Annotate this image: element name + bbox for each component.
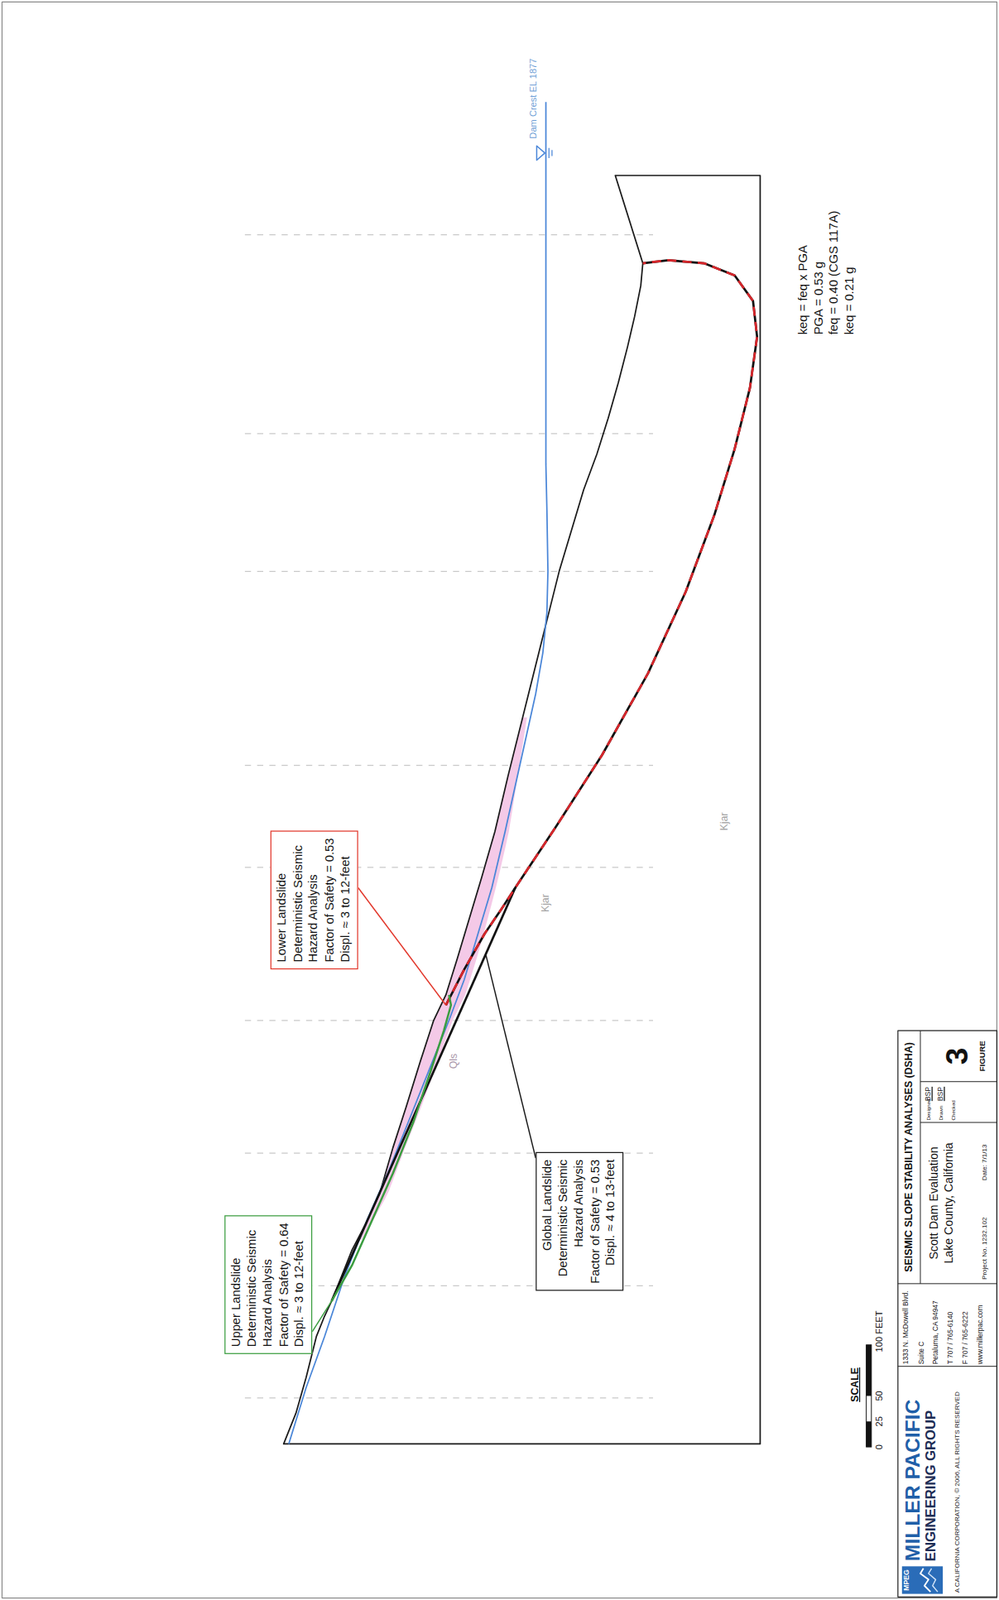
boring-trace [244, 571, 654, 572]
scale-bar [866, 1344, 872, 1447]
water-level-label: Dam Crest EL 1877 [528, 58, 540, 140]
title-block-text: T 707 / 765-6140 [946, 1311, 954, 1365]
title-block-text: F 707 / 765-6222 [960, 1311, 969, 1365]
signoff-cell: DesignedBSPDrawnBSPChecked [921, 1082, 996, 1122]
seismic-coefficient-note: keq = feq x PGA [797, 244, 812, 335]
company-logo [928, 1568, 938, 1592]
geologic-unit-label: Kjar [718, 812, 731, 831]
title-block-text: 1333 N. McDowell Blvd. [902, 1290, 910, 1365]
figure-number-cell: 3 FIGURE [921, 1031, 996, 1081]
water-level-symbol [536, 145, 545, 160]
title-block-text: Drawn [938, 1105, 945, 1121]
title-block-text: Designed [926, 1099, 932, 1121]
global-landslide-callout: Global LandslideDeterministic SeismicHaz… [535, 1152, 623, 1291]
scale-tick-label: 25 [874, 1416, 886, 1427]
callout-text: Upper Landslide [228, 1222, 245, 1347]
title-block-divider [920, 1122, 997, 1124]
phreatic-line [288, 101, 548, 1444]
seismic-coefficient-note: feq = 0.40 (CGS 117A) [827, 211, 842, 336]
geologic-unit-label: Qls [447, 1053, 460, 1069]
boring-trace [244, 432, 654, 434]
lower-slip-surface-base [446, 259, 758, 1005]
drawing-title: SEISMIC SLOPE STABILITY ANALYSES (DSHA) [902, 1031, 915, 1283]
title-block-text: BSP [924, 1086, 932, 1101]
title-block-text: MPEG [902, 1565, 911, 1594]
title-block-text: Date: 7/1/13 [980, 1144, 989, 1182]
leader-line [358, 888, 447, 1006]
global-slip-surface [331, 888, 516, 1302]
callout-text: Displ. ≈ 3 to 12-feet [292, 1222, 308, 1347]
title-block-text: Petaluma, CA 94947 [931, 1300, 940, 1365]
callout-text: Factor of Safety = 0.53 [586, 1159, 603, 1284]
landslide-debris-zone [357, 717, 528, 1240]
project-cell: Scott Dam EvaluationLake County, Califor… [921, 1123, 996, 1283]
upper-slip-surface [331, 994, 452, 1302]
title-block-text: Project No. 1232.102 [980, 1217, 989, 1280]
callout-text: Factor of Safety = 0.53 [321, 837, 338, 962]
scale-bar [866, 1421, 872, 1447]
scale-tick-label: 50 [874, 1390, 886, 1401]
callout-text: Hazard Analysis [306, 837, 322, 962]
leader-line [485, 954, 536, 1159]
leader-line [312, 1301, 332, 1332]
title-block-text: A CALIFORNIA CORPORATION, © 2006, ALL RI… [952, 1391, 961, 1593]
title-block-divider [898, 1365, 998, 1367]
title-block-text: Suite C [917, 1341, 925, 1365]
lower-slip-surface [446, 259, 758, 1005]
boring-trace [244, 764, 654, 766]
geologic-unit-label: Kjar [539, 893, 552, 913]
water-level-symbol [548, 148, 550, 159]
logo-cell: MPEG MILLER PACIFICENGINEERING GROUP A CAL… [898, 1368, 996, 1595]
title-block-frame [898, 1030, 998, 1597]
scale-tick-label: 100 FEET [874, 1310, 886, 1352]
ground-profile [283, 175, 761, 1444]
title-block-divider [898, 1282, 998, 1284]
callout-text: Lower Landslide [274, 837, 291, 962]
callout-text: Deterministic Seismic [555, 1159, 572, 1284]
boring-trace [244, 234, 654, 236]
company-logo [902, 1565, 943, 1594]
lower-landslide-callout: Lower LandslideDeterministic SeismicHaza… [270, 830, 358, 970]
seismic-coefficient-note: PGA = 0.53 g [811, 261, 827, 335]
boring-trace [244, 1397, 654, 1398]
title-block-divider [920, 1080, 997, 1082]
address-cell: 1333 N. McDowell Blvd. Suite C Petaluma, C… [898, 1284, 996, 1365]
callout-text: Hazard Analysis [259, 1222, 276, 1347]
callout-text: Global Landslide [539, 1159, 556, 1284]
callout-text: Deterministic Seismic [244, 1222, 260, 1347]
title-block-text: Lake County, California [942, 1123, 956, 1283]
water-level-symbol [551, 149, 553, 156]
callout-text: Hazard Analysis [571, 1159, 587, 1284]
title-block-text: www.millerpac.com [975, 1305, 984, 1365]
callout-text: Deterministic Seismic [290, 837, 307, 962]
callout-text: Displ. ≈ 3 to 12-feet [337, 837, 354, 962]
scale-tick-label: 0 [874, 1444, 886, 1450]
callout-text: Factor of Safety = 0.64 [275, 1222, 292, 1347]
callout-text: Displ. ≈ 4 to 13-feet [603, 1159, 620, 1284]
scale-title: SCALE [849, 1367, 861, 1403]
title-block-text: Scott Dam Evaluation [927, 1123, 942, 1283]
upper-landslide-callout: Upper LandslideDeterministic SeismicHaza… [224, 1215, 312, 1355]
title-block-text: BSP [936, 1086, 945, 1101]
scale-bar [866, 1344, 872, 1397]
seismic-coefficient-note: keq = 0.21 g [842, 266, 857, 335]
title-block-text: 3 [939, 1031, 974, 1081]
title-block-text: FIGURE [978, 1031, 988, 1081]
title-block-divider [919, 1030, 921, 1284]
title-block-text: MILLER PACIFIC [901, 1399, 924, 1561]
title-block-text: Checked [950, 1099, 957, 1120]
title-block-text: ENGINEERING GROUP [924, 1410, 940, 1561]
